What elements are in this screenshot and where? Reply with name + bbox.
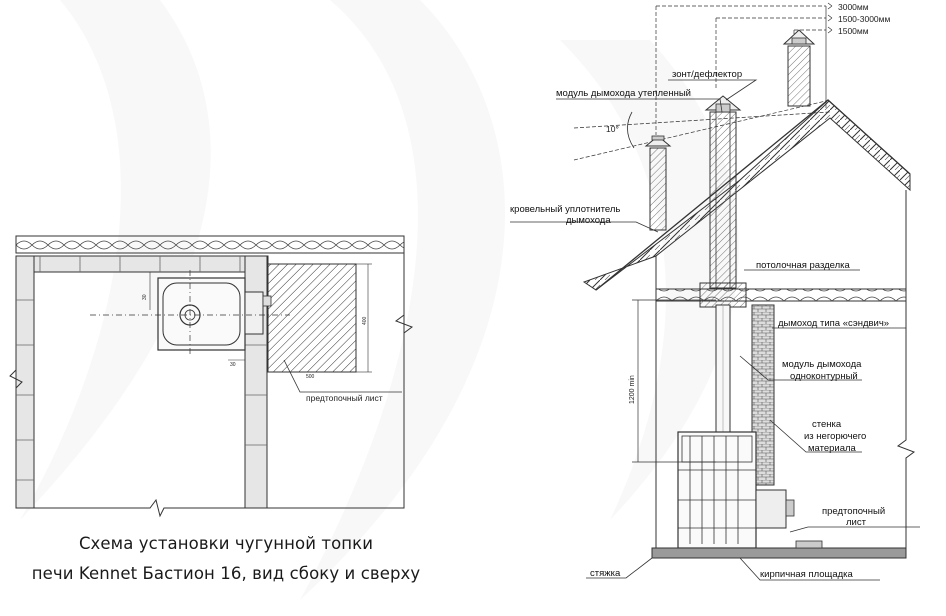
background-decor <box>20 0 739 600</box>
dim-vertical: 1200 min <box>629 375 636 404</box>
brick-wall <box>751 304 775 486</box>
label-roof-seal-2: дымохода <box>566 215 611 226</box>
label-angle: 10° <box>606 124 619 134</box>
top-left-wall <box>15 255 35 509</box>
label-hearth-1: предтопочный <box>822 506 885 517</box>
chimney-left <box>644 135 672 231</box>
label-wall-3: материала <box>808 443 857 454</box>
label-single-2: одноконтурный <box>790 371 858 382</box>
caption-line-2: печи Kennet Бастион 16, вид сбоку и свер… <box>31 564 421 583</box>
dim-left: 30 <box>142 294 148 300</box>
dim-right: 400 <box>362 316 368 325</box>
caption-line-1: Схема установки чугунной топки <box>78 534 374 553</box>
dim-bottom-right: 500 <box>306 374 315 380</box>
label-wall-2: из негорючего <box>804 431 866 442</box>
top-view: 30 30 500 400 предтопочный лист <box>9 235 414 518</box>
label-ceiling-cut: потолочная разделка <box>756 260 851 271</box>
stove-side <box>677 431 795 549</box>
height-1500: 1500мм <box>838 26 869 36</box>
label-insulated-module: модуль дымохода утепленный <box>556 88 691 99</box>
top-stove <box>157 277 246 351</box>
label-sandwich: дымоход типа «сэндвич» <box>778 318 889 329</box>
label-screed: стяжка <box>590 568 621 579</box>
label-cap: зонт/дефлектор <box>672 69 742 80</box>
chimney-right <box>782 29 816 107</box>
top-hearth-sheet <box>267 263 357 373</box>
top-roof-band <box>15 235 405 254</box>
label-brick-pad: кирпичная площадка <box>760 569 854 580</box>
height-3000: 3000мм <box>838 2 869 12</box>
label-wall-1: стенка <box>812 419 842 430</box>
height-1500-3000: 1500-3000мм <box>838 14 890 24</box>
top-wall-band <box>15 255 269 273</box>
label-hearth-sheet-top: предтопочный лист <box>306 393 383 403</box>
dim-bottom: 30 <box>230 362 236 368</box>
ceiling-slab <box>655 288 907 302</box>
brick-pad <box>651 547 907 559</box>
label-roof-seal-1: кровельный уплотнитель <box>510 204 620 215</box>
side-view: 3000мм 1500-3000мм 1500мм 10° <box>510 2 920 581</box>
label-single-1: модуль дымохода <box>782 359 862 370</box>
label-hearth-2: лист <box>846 517 867 528</box>
chimney-center <box>704 95 742 466</box>
